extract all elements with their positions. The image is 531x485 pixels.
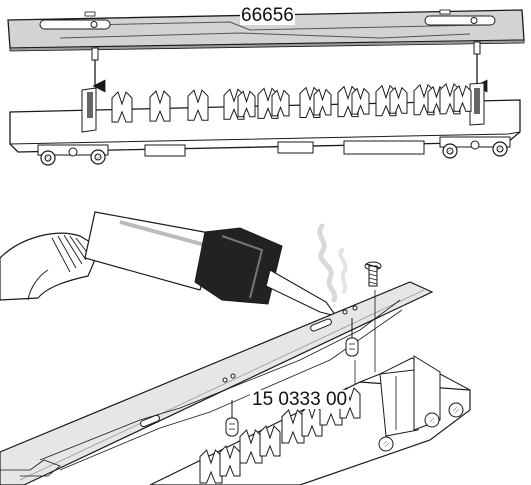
part-number-label: 66656 xyxy=(240,5,295,26)
solder-smoke xyxy=(317,223,338,303)
part-number-label-secondary: 15 0333 00 xyxy=(250,389,350,410)
seat-top xyxy=(271,89,290,117)
soldering-iron xyxy=(84,211,338,317)
lighting-plate-top xyxy=(7,9,525,61)
seat-row-top xyxy=(111,82,472,123)
seat-top xyxy=(453,84,472,112)
mounting-screw xyxy=(364,261,382,287)
seat-top xyxy=(187,89,209,121)
bogie-right xyxy=(439,136,511,159)
seat-bottom xyxy=(259,425,281,457)
seat-top xyxy=(313,88,332,116)
seat-top xyxy=(149,90,171,122)
hand-illustration xyxy=(0,232,101,301)
seat-top xyxy=(389,86,408,114)
plate-slot-right xyxy=(424,15,496,26)
bogie-left xyxy=(37,144,109,166)
light-bulb-right xyxy=(345,318,359,357)
seat-top xyxy=(351,87,370,115)
seat-top xyxy=(237,90,256,118)
plate-slot-left xyxy=(39,19,111,30)
light-bulb-left xyxy=(225,400,239,437)
seat-top xyxy=(111,91,133,123)
